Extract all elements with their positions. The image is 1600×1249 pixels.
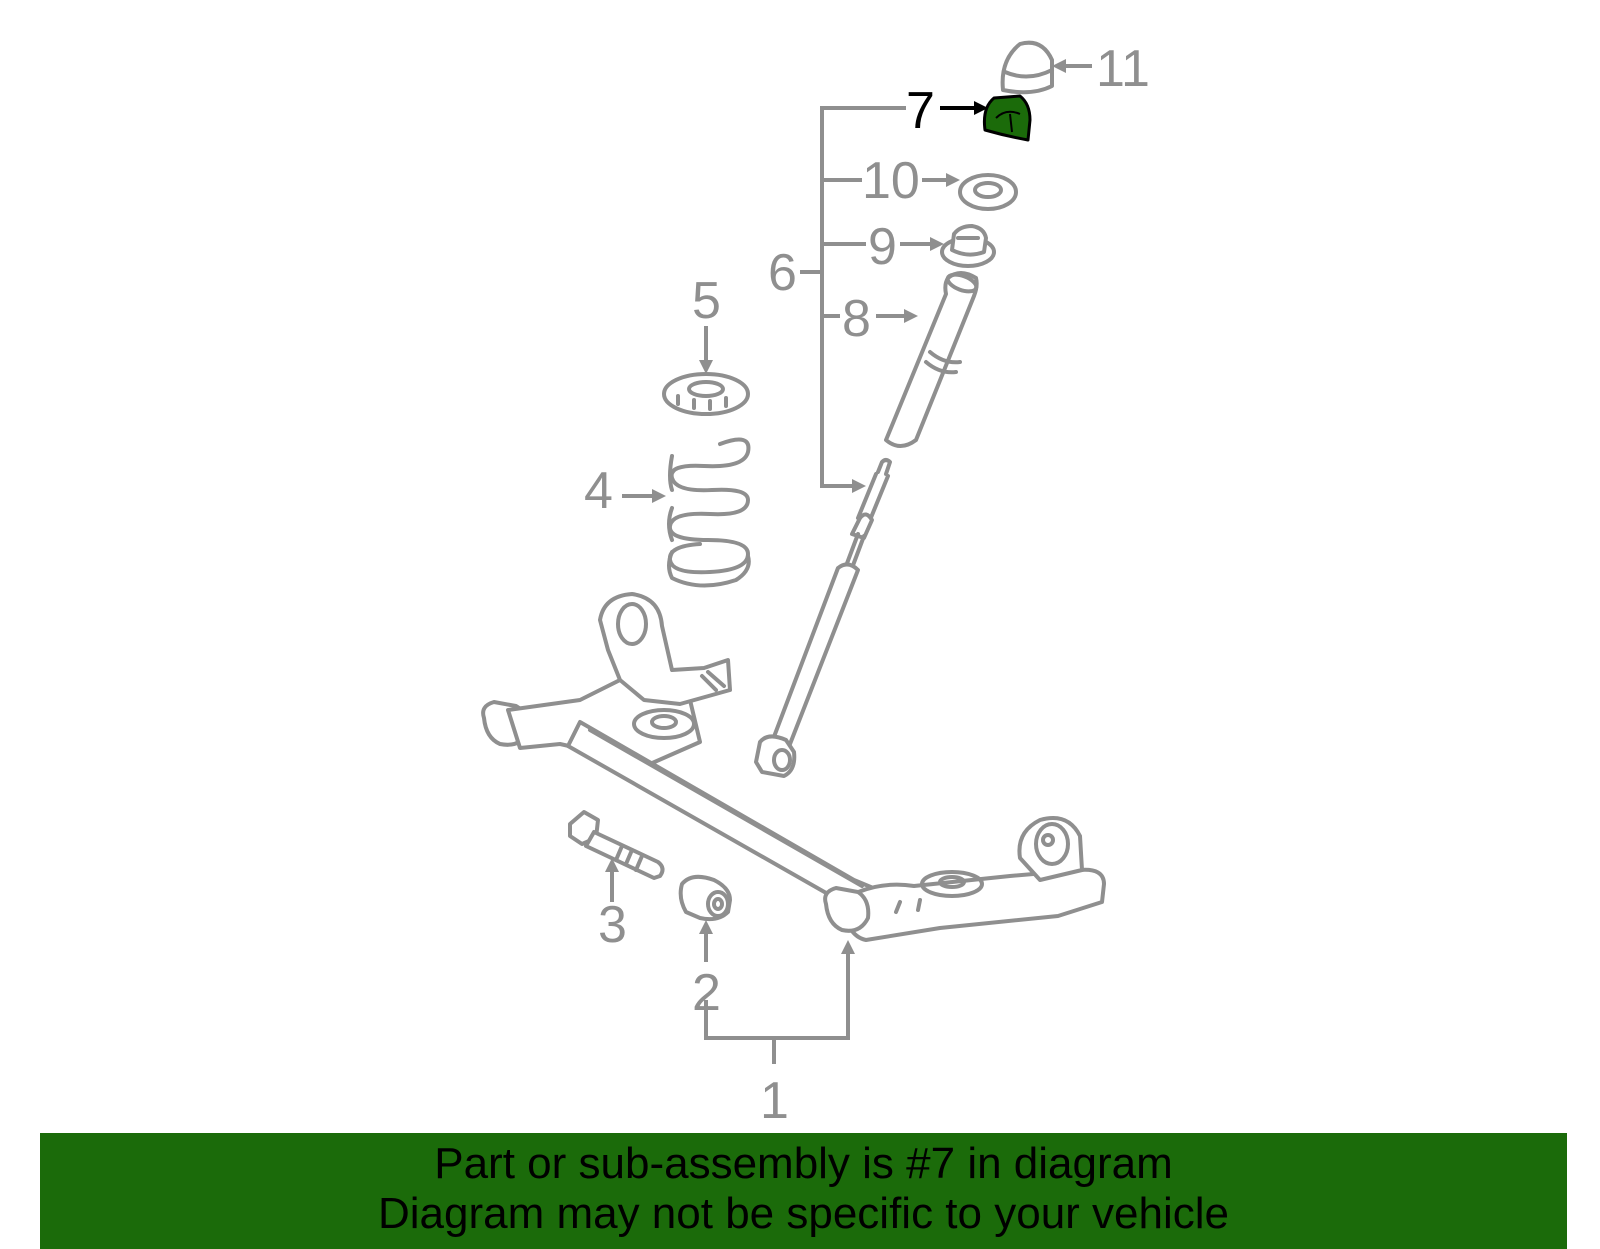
- leader-4: [622, 489, 666, 503]
- banner-line-1: Part or sub-assembly is #7 in diagram: [434, 1139, 1173, 1188]
- part-4-coil-spring: [667, 437, 751, 588]
- callout-2: 2: [692, 964, 721, 1022]
- leader-11: [1052, 59, 1092, 73]
- callout-6: 6: [768, 244, 797, 302]
- part-6-shock-absorber: [754, 458, 892, 778]
- leader-9: [900, 237, 944, 251]
- part-3-bolt: [568, 810, 665, 880]
- banner-line-2: Diagram may not be specific to your vehi…: [377, 1189, 1230, 1238]
- callout-9: 9: [868, 218, 897, 276]
- part-5-spring-seat: [662, 372, 750, 416]
- callout-8: 8: [842, 290, 871, 348]
- leader-7: [940, 101, 988, 115]
- part-11-cap: [1000, 40, 1054, 95]
- callout-1: 1: [760, 1072, 789, 1130]
- leader-8: [876, 309, 918, 323]
- leader-5: [699, 326, 713, 374]
- callout-4: 4: [584, 462, 613, 520]
- callout-10: 10: [862, 152, 920, 210]
- part-9-bushing: [940, 224, 996, 268]
- part-2-bushing: [678, 874, 732, 922]
- part-8-dust-boot: [884, 271, 979, 448]
- part-7-highlighted: [982, 94, 1032, 142]
- leader-3: [605, 858, 619, 902]
- leader-2: [699, 920, 713, 962]
- callout-11: 11: [1096, 40, 1150, 98]
- info-banner: Part or sub-assembly is #7 in diagram Di…: [40, 1133, 1567, 1249]
- leader-10: [922, 173, 960, 187]
- callout-5: 5: [692, 272, 721, 330]
- callout-3: 3: [598, 896, 627, 954]
- callout-7: 7: [906, 82, 935, 140]
- part-1-axle-beam: [481, 592, 1106, 942]
- part-10-washer: [958, 173, 1018, 211]
- bracket-1: [704, 940, 855, 1064]
- bracket-6: [800, 106, 906, 493]
